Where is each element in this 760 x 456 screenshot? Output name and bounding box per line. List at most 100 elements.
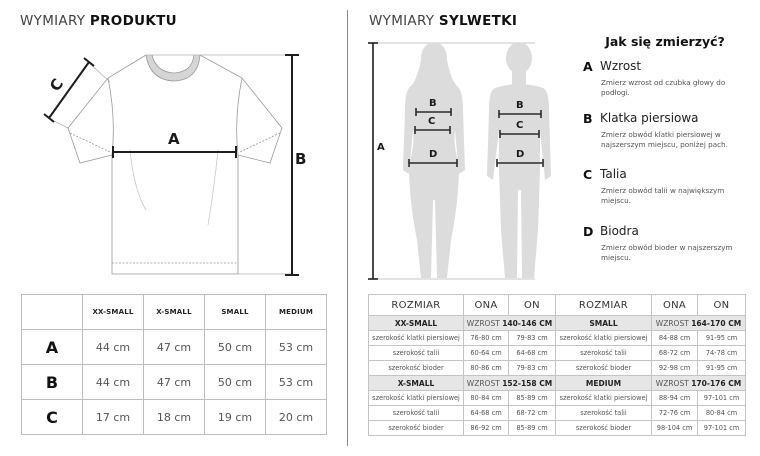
body-silhouettes-diagram (368, 42, 551, 280)
body-label-a: A (377, 142, 385, 153)
step-name: Wzrost (600, 59, 642, 73)
table-row: szerokość talii 64-68 cm 68-72 cm szerok… (368, 405, 746, 421)
cell-value: 47 cm (143, 364, 205, 400)
height-label: WZROST (466, 318, 503, 328)
cell-value: 17 cm (82, 399, 144, 435)
size-band-row: XX-SMALL WZROST 140-146 CM SMALL WZROST … (368, 315, 746, 331)
header-size: XX-SMALL (82, 294, 144, 330)
cell-value: 92-98 cm (651, 360, 698, 376)
height-label: WZROST (655, 378, 692, 388)
step-letter: C (583, 167, 593, 182)
man-label-c: C (516, 120, 524, 131)
cell-value: 47 cm (143, 329, 205, 365)
header-rozmiar: ROZMIAR (368, 294, 464, 316)
row-label: A (21, 329, 83, 365)
cell-value: 68-72 cm (508, 405, 556, 421)
woman-label-d: D (429, 149, 438, 160)
measure-label: szerokość talii (555, 405, 652, 421)
howto-title: Jak się zmierzyć? (605, 34, 725, 49)
cell-value: 53 cm (265, 364, 327, 400)
cell-value: 80-84 cm (463, 390, 509, 406)
woman-label-b: B (429, 98, 437, 109)
table-row: B 44 cm 47 cm 50 cm 53 cm (21, 364, 327, 400)
body-size-table: ROZMIAR ONA ON ROZMIAR ONA ON XX-SMALL W… (368, 294, 746, 436)
height-range: WZROST 140-146 CM (463, 315, 556, 331)
table-row: szerokość talii 60-64 cm 64-68 cm szerok… (368, 345, 746, 361)
height-value: 140-146 CM (502, 318, 553, 328)
height-value: 164-170 CM (691, 318, 742, 328)
height-label: WZROST (466, 378, 503, 388)
size-name: XX-SMALL (368, 315, 464, 331)
table-row: A 44 cm 47 cm 50 cm 53 cm (21, 329, 327, 365)
height-range: WZROST 152-158 CM (463, 375, 556, 391)
title-light: WYMIARY (20, 13, 90, 29)
section-divider (347, 10, 348, 446)
man-label-b: B (516, 100, 524, 111)
table-header-row: XX-SMALL X-SMALL SMALL MEDIUM (21, 294, 327, 330)
cell-value: 80-84 cm (697, 405, 746, 421)
cell-value: 74-78 cm (697, 345, 746, 361)
step-letter: B (583, 111, 593, 126)
step-letter: D (583, 224, 594, 239)
size-name: X-SMALL (368, 375, 464, 391)
size-band-row: X-SMALL WZROST 152-158 CM MEDIUM WZROST … (368, 375, 746, 391)
header-ona: ONA (463, 294, 509, 316)
measure-label: szerokość bioder (555, 360, 652, 376)
cell-value: 86-92 cm (463, 420, 509, 436)
measure-label: szerokość klatki piersiowej (368, 330, 464, 346)
header-size: X-SMALL (143, 294, 205, 330)
measure-label: szerokość bioder (555, 420, 652, 436)
woman-label-c: C (428, 116, 436, 127)
height-label: WZROST (655, 318, 692, 328)
measure-label: szerokość talii (555, 345, 652, 361)
tshirt-label-a: A (168, 130, 180, 148)
step-name: Klatka piersiowa (600, 111, 699, 125)
height-value: 170-176 CM (691, 378, 742, 388)
cell-value: 19 cm (204, 399, 266, 435)
height-range: WZROST 170-176 CM (651, 375, 746, 391)
cell-value: 98-104 cm (651, 420, 698, 436)
cell-value: 64-68 cm (508, 345, 556, 361)
cell-value: 91-95 cm (697, 360, 746, 376)
row-label: B (21, 364, 83, 400)
woman-silhouette (403, 42, 465, 278)
header-size: MEDIUM (265, 294, 327, 330)
cell-value: 85-89 cm (508, 420, 556, 436)
cell-value: 50 cm (204, 329, 266, 365)
measure-label: szerokość talii (368, 345, 464, 361)
measure-label: szerokość bioder (368, 420, 464, 436)
header-on: ON (508, 294, 556, 316)
cell-value: 64-68 cm (463, 405, 509, 421)
cell-value: 88-94 cm (651, 390, 698, 406)
cell-value: 79-83 cm (508, 360, 556, 376)
step-letter: A (583, 59, 593, 74)
man-label-d: D (516, 149, 525, 160)
measure-label: szerokość klatki piersiowej (555, 390, 652, 406)
table-header-row: ROZMIAR ONA ON ROZMIAR ONA ON (368, 294, 746, 316)
header-ona: ONA (651, 294, 698, 316)
tshirt-diagram (43, 54, 299, 276)
step-name: Talia (600, 167, 627, 181)
step-desc: Zmierz wzrost od czubka głowy do podłogi… (601, 78, 726, 97)
header-rozmiar: ROZMIAR (555, 294, 652, 316)
cell-value: 20 cm (265, 399, 327, 435)
table-row: szerokość bioder 80-86 cm 79-83 cm szero… (368, 360, 746, 376)
table-row: C 17 cm 18 cm 19 cm 20 cm (21, 399, 327, 435)
cell-value: 80-86 cm (463, 360, 509, 376)
header-empty (21, 294, 83, 330)
cell-value: 60-64 cm (463, 345, 509, 361)
cell-value: 97-101 cm (697, 390, 746, 406)
header-size: SMALL (204, 294, 266, 330)
cell-value: 53 cm (265, 329, 327, 365)
cell-value: 44 cm (82, 364, 144, 400)
product-section-title: WYMIARY PRODUKTU (20, 13, 177, 29)
cell-value: 76-80 cm (463, 330, 509, 346)
measure-label: szerokość talii (368, 405, 464, 421)
step-desc: Zmierz obwód talii w największym miejscu… (601, 186, 725, 205)
measure-label: szerokość bioder (368, 360, 464, 376)
cell-value: 50 cm (204, 364, 266, 400)
step-name: Biodra (600, 224, 639, 238)
row-label: C (21, 399, 83, 435)
table-row: szerokość klatki piersiowej 80-84 cm 85-… (368, 390, 746, 406)
man-silhouette (487, 42, 551, 278)
